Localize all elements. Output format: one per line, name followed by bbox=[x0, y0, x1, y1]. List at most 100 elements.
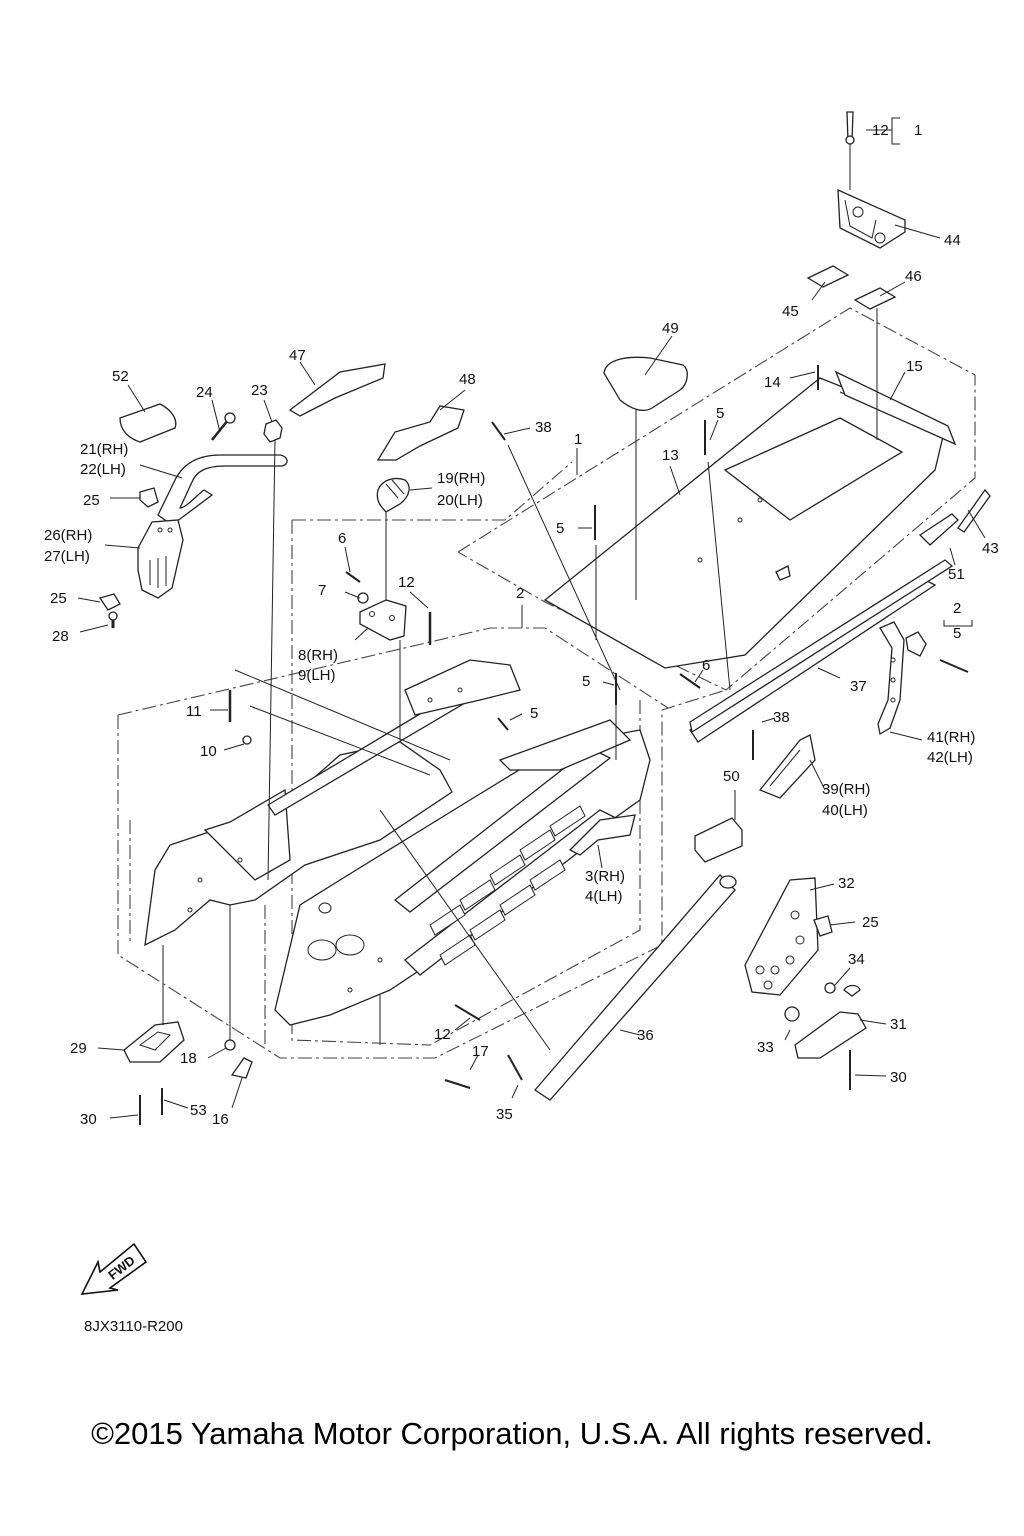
callout-37: 37 bbox=[850, 678, 867, 695]
part-44-rear-bracket bbox=[837, 111, 906, 249]
callout-6-mid: 6 bbox=[702, 657, 710, 674]
part-33-bolt bbox=[784, 1006, 800, 1022]
callout-5-upper-mid: 5 bbox=[556, 520, 564, 537]
part-43-flap bbox=[957, 488, 991, 533]
part-10-bolt bbox=[242, 735, 252, 745]
part-38-rivet-upper bbox=[491, 421, 506, 441]
callout-29: 29 bbox=[70, 1040, 87, 1057]
callout-25-right: 25 bbox=[862, 914, 879, 931]
part-6-bolt-mid bbox=[679, 673, 701, 689]
part-12-bolt-lower bbox=[454, 1004, 481, 1021]
part-18-bolt bbox=[224, 1039, 236, 1051]
part-36-cross-shaft bbox=[534, 874, 737, 1101]
copyright-notice: ©2015 Yamaha Motor Corporation, U.S.A. A… bbox=[91, 1416, 933, 1451]
part-8-9-block bbox=[359, 599, 407, 641]
callout-labels: 12 1 44 46 45 49 14 15 47 48 52 24 23 38… bbox=[44, 122, 999, 1128]
callout-33: 33 bbox=[757, 1039, 774, 1056]
callout-1-top: 1 bbox=[914, 122, 922, 139]
tunnel-slots bbox=[429, 805, 586, 966]
callout-30-left: 30 bbox=[80, 1111, 97, 1128]
callout-26: 26(RH) bbox=[44, 527, 92, 544]
callout-25-lower-left: 25 bbox=[50, 590, 67, 607]
callout-23: 23 bbox=[251, 382, 268, 399]
callout-15: 15 bbox=[906, 358, 923, 375]
callout-53: 53 bbox=[190, 1102, 207, 1119]
callout-49: 49 bbox=[662, 320, 679, 337]
callout-13: 13 bbox=[662, 447, 679, 464]
part-25-clip-upper bbox=[139, 487, 159, 508]
callout-5-upper-right: 5 bbox=[716, 405, 724, 422]
callout-10: 10 bbox=[200, 743, 217, 760]
callout-24: 24 bbox=[196, 384, 213, 401]
callout-27: 27(LH) bbox=[44, 548, 90, 565]
callout-12-top: 12 bbox=[872, 122, 889, 139]
callout-30-right: 30 bbox=[890, 1069, 907, 1086]
callout-22: 22(LH) bbox=[80, 461, 126, 478]
callout-21: 21(RH) bbox=[80, 441, 128, 458]
callout-2-right: 2 bbox=[953, 600, 961, 617]
part-17-rivet bbox=[444, 1079, 471, 1089]
callout-12-mid: 12 bbox=[398, 574, 415, 591]
callout-28: 28 bbox=[52, 628, 69, 645]
part-47-pad bbox=[288, 363, 386, 417]
part-28-bolt bbox=[108, 611, 118, 628]
part-32-bracket bbox=[744, 877, 819, 996]
part-35-rivet bbox=[507, 1054, 523, 1081]
part-37-side-rail bbox=[689, 559, 954, 743]
callout-51: 51 bbox=[948, 566, 965, 583]
callout-9: 9(LH) bbox=[298, 667, 336, 684]
callout-12-lower: 12 bbox=[434, 1026, 451, 1043]
part-34-washer bbox=[843, 984, 861, 997]
callout-38-upper: 38 bbox=[535, 419, 552, 436]
callout-48: 48 bbox=[459, 371, 476, 388]
callout-46: 46 bbox=[905, 268, 922, 285]
part-51-trim bbox=[918, 513, 959, 546]
part-23-nut bbox=[263, 419, 283, 443]
fwd-arrow-icon: FWD bbox=[80, 1242, 148, 1295]
part-25-clip-lower bbox=[98, 593, 121, 611]
part-19-20-boot bbox=[376, 477, 410, 513]
part-15-rear-rail bbox=[834, 370, 957, 446]
callout-20: 20(LH) bbox=[437, 492, 483, 509]
part-49-pad bbox=[603, 356, 688, 411]
callout-3: 3(RH) bbox=[585, 868, 625, 885]
callout-1-mid: 1 bbox=[574, 431, 582, 448]
callout-11: 11 bbox=[186, 703, 202, 720]
callout-31: 31 bbox=[890, 1016, 907, 1033]
part-50-block bbox=[694, 817, 743, 863]
callout-43: 43 bbox=[982, 540, 999, 557]
callout-18: 18 bbox=[180, 1050, 197, 1067]
callout-36: 36 bbox=[637, 1027, 654, 1044]
leader-lines bbox=[77, 117, 986, 1119]
diagram-reference-code: 8JX3110-R200 bbox=[84, 1318, 183, 1335]
callout-34: 34 bbox=[848, 951, 865, 968]
callout-52: 52 bbox=[112, 368, 129, 385]
callout-35: 35 bbox=[496, 1106, 513, 1123]
callout-44: 44 bbox=[944, 232, 961, 249]
part-21-22-handle bbox=[157, 454, 288, 526]
callout-38-lower: 38 bbox=[773, 709, 790, 726]
callout-7: 7 bbox=[318, 582, 326, 599]
callout-45: 45 bbox=[782, 303, 799, 320]
callout-32: 32 bbox=[838, 875, 855, 892]
callout-47: 47 bbox=[289, 347, 306, 364]
callout-5-right: 5 bbox=[953, 625, 961, 642]
part-41-42-bracket bbox=[877, 621, 905, 736]
part-45-label bbox=[806, 265, 850, 288]
callout-4: 4(LH) bbox=[585, 888, 623, 905]
part-31-step bbox=[794, 1011, 867, 1059]
part-48-pad bbox=[376, 405, 465, 461]
callout-25-upper: 25 bbox=[83, 492, 100, 509]
callout-41: 41(RH) bbox=[927, 729, 975, 746]
part-5-rivet-mid bbox=[497, 717, 509, 731]
callout-40: 40(LH) bbox=[822, 802, 868, 819]
callout-14: 14 bbox=[764, 374, 781, 391]
part-52-cover bbox=[119, 403, 177, 443]
callout-50: 50 bbox=[723, 768, 740, 785]
part-25-clip-right bbox=[813, 915, 833, 937]
part-16-plate bbox=[230, 1057, 253, 1079]
part-2-5-plate bbox=[905, 631, 927, 657]
part-26-27-bracket bbox=[137, 519, 184, 599]
callout-6-upper: 6 bbox=[338, 530, 346, 547]
